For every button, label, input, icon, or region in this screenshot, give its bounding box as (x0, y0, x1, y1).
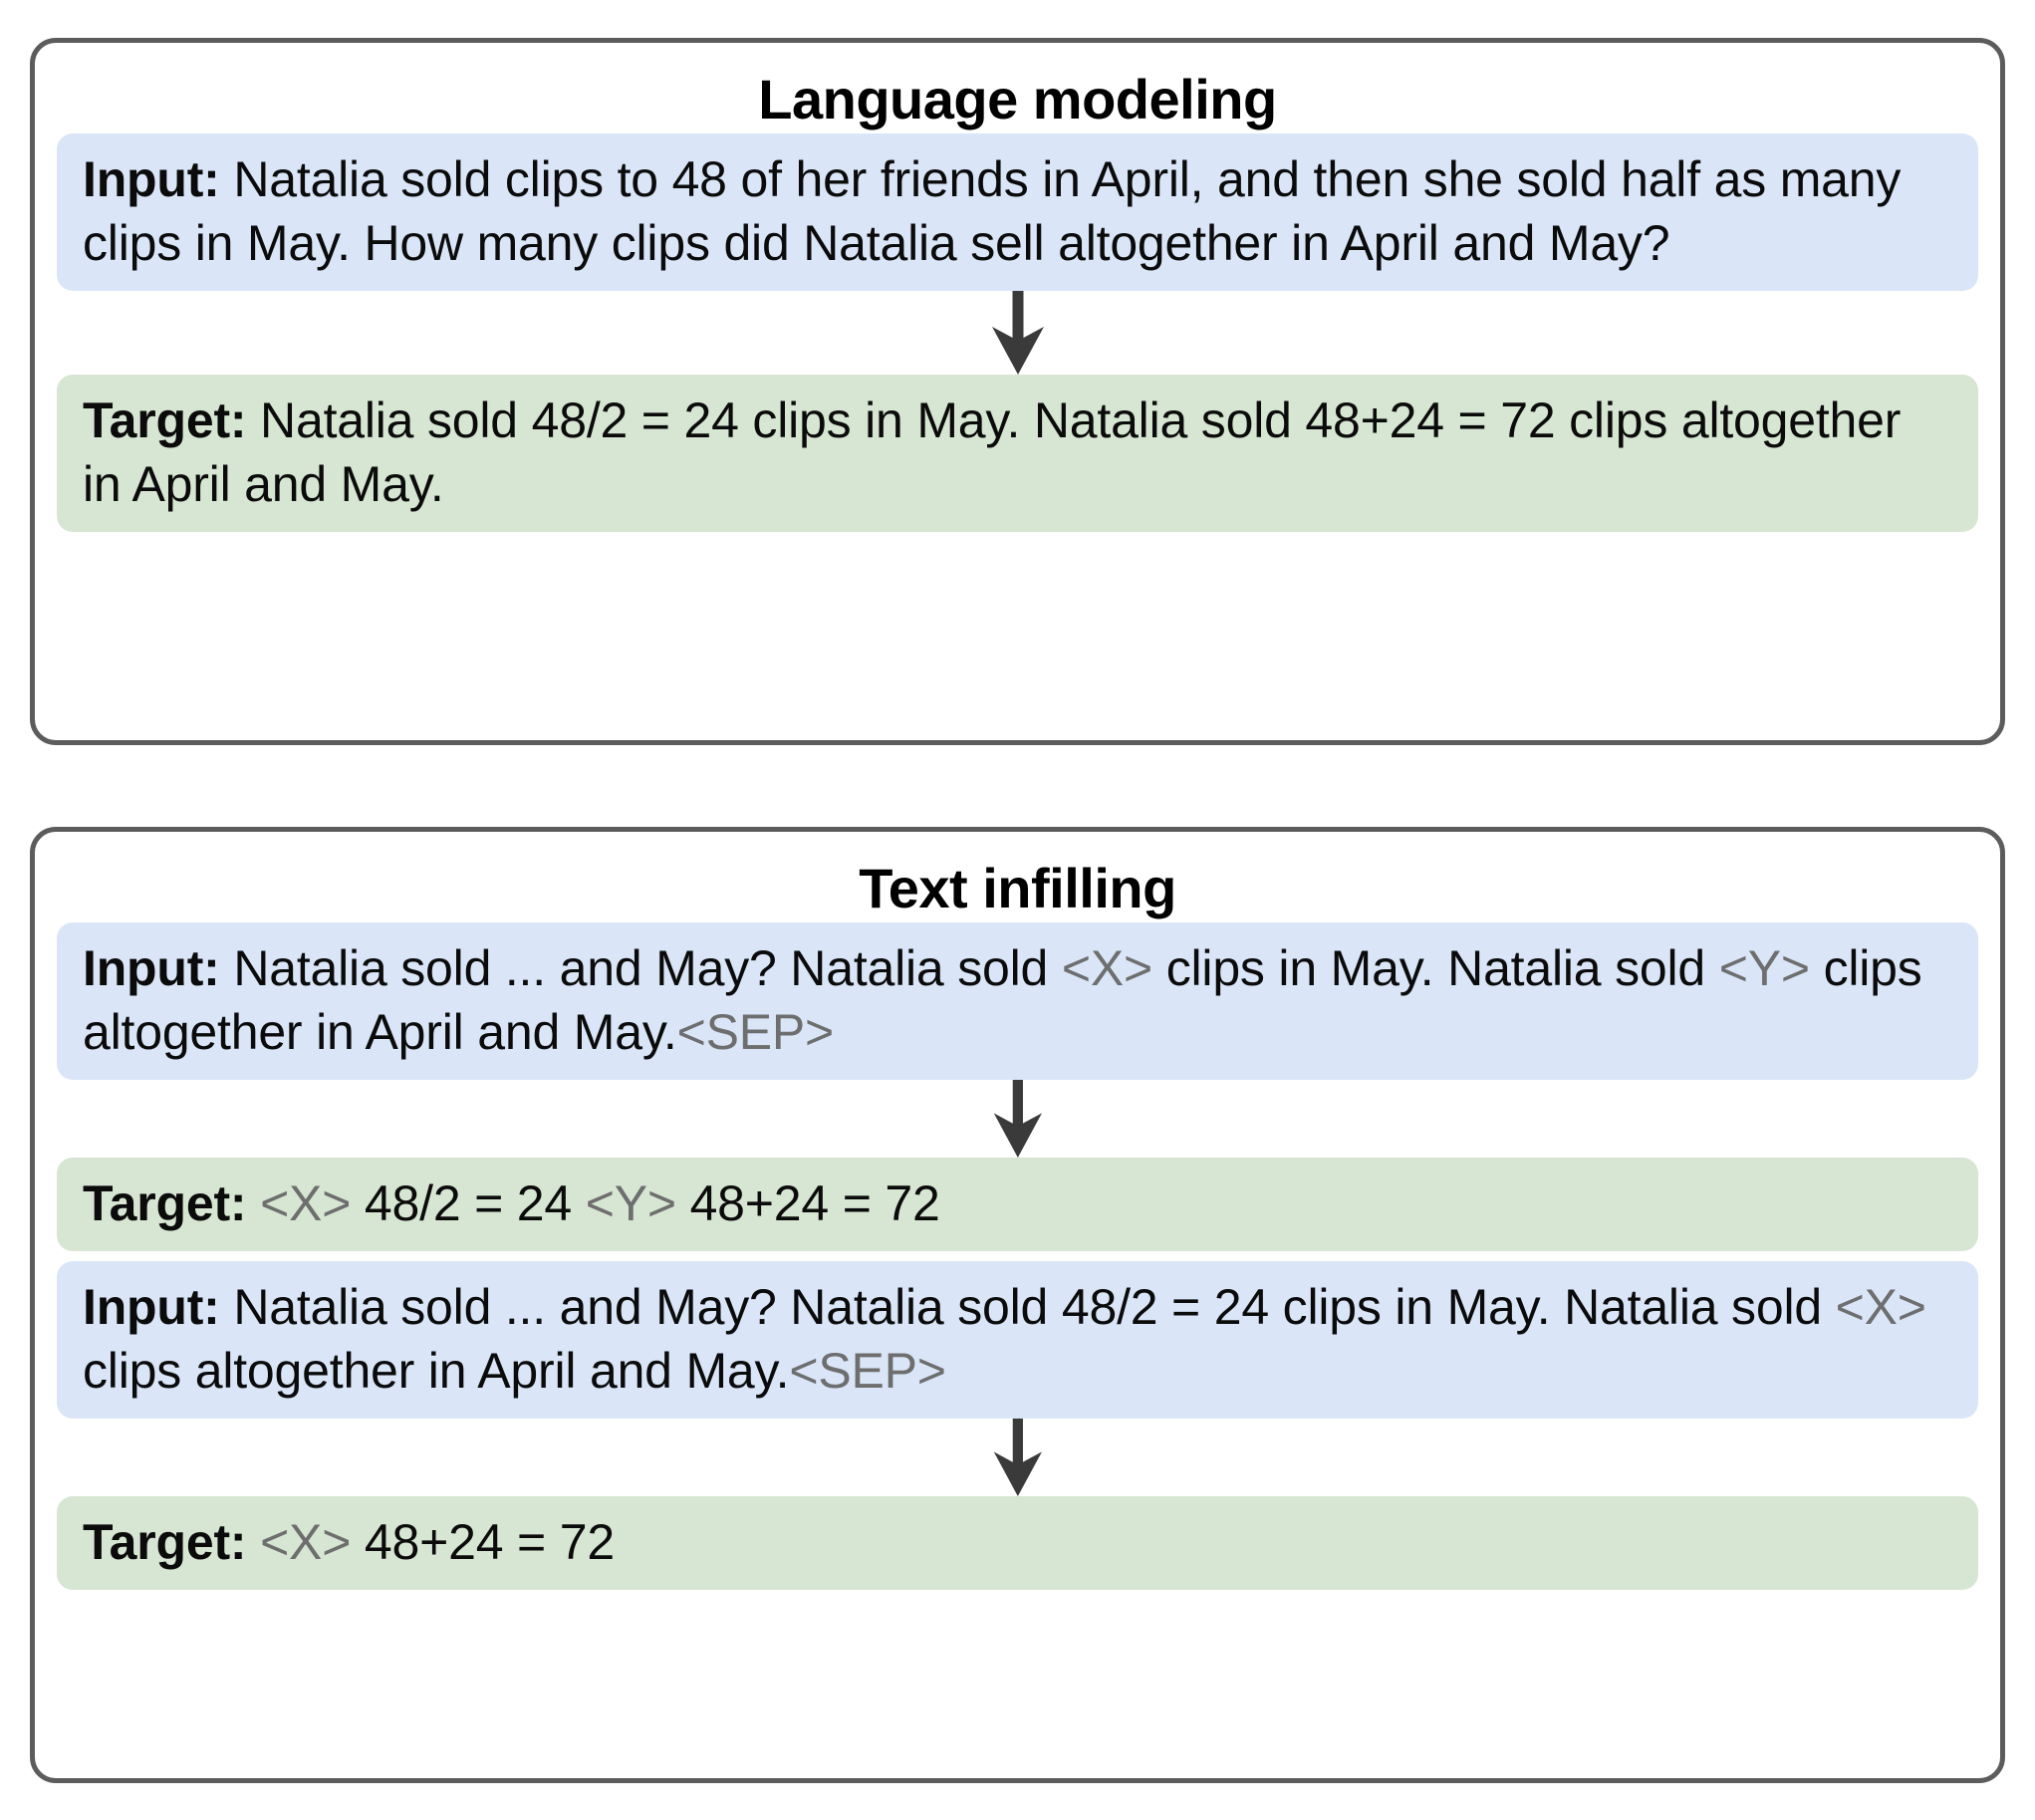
ti-input1-seg2: clips in May. Natalia sold (1152, 939, 1719, 996)
lm-target-box: Target: Natalia sold 48/2 = 24 clips in … (57, 374, 1978, 532)
ti-input1-box: Input: Natalia sold ... and May? Natalia… (57, 921, 1978, 1080)
token-x: <X> (1835, 1278, 1926, 1335)
ti-target2-seg1: 48+24 = 72 (351, 1513, 615, 1570)
token-y: <Y> (1718, 939, 1810, 996)
target-label: Target: (83, 391, 247, 448)
ti-target1-seg2: 48+24 = 72 (675, 1174, 940, 1231)
ti-input2-box: Input: Natalia sold ... and May? Natalia… (57, 1260, 1978, 1419)
card-title-text-infilling: Text infilling (859, 857, 1176, 919)
ti-target1-seg1: 48/2 = 24 (351, 1174, 586, 1231)
arrow-down-icon (991, 290, 1044, 375)
token-x: <X> (260, 1513, 352, 1570)
target-label: Target: (83, 1174, 247, 1231)
lm-input-text: Natalia sold clips to 48 of her friends … (83, 150, 1902, 271)
spacer (35, 1251, 2000, 1261)
ti-input1-seg3: clips altogether in April and May. (83, 939, 1922, 1060)
ti-input2-seg2: clips altogether in April and May. (83, 1342, 790, 1399)
lm-input-box: Input: Natalia sold clips to 48 of her f… (57, 132, 1978, 291)
lm-target-row-wrap: Target: Natalia sold 48/2 = 24 clips in … (35, 374, 2000, 532)
ti-target2-box: Target: <X> 48+24 = 72 (57, 1495, 1978, 1590)
ti-input1-row-wrap: Input: Natalia sold ... and May? Natalia… (35, 921, 2000, 1080)
lm-input-row-wrap: Input: Natalia sold clips to 48 of her f… (35, 132, 2000, 291)
ti-target1-box: Target: <X> 48/2 = 24 <Y> 48+24 = 72 (57, 1157, 1978, 1251)
token-x: <X> (260, 1174, 352, 1231)
lm-target-text: Natalia sold 48/2 = 24 clips in May. Nat… (83, 391, 1902, 512)
target-label: Target: (83, 1513, 247, 1570)
ti-target2-row-wrap: Target: <X> 48+24 = 72 (35, 1495, 2000, 1590)
ti-input2-seg1: Natalia sold ... and May? Natalia sold 4… (219, 1278, 1836, 1335)
token-sep: <SEP> (789, 1342, 946, 1399)
card-language-modeling: Language modeling Input: Natalia sold cl… (30, 38, 2005, 745)
arrow-down-icon (993, 1079, 1042, 1158)
token-sep: <SEP> (676, 1003, 835, 1060)
token-x: <X> (1061, 939, 1153, 996)
input-label: Input: (83, 1278, 220, 1335)
input-label: Input: (83, 150, 220, 207)
card-title-language-modeling: Language modeling (758, 68, 1277, 130)
ti-target1-row-wrap: Target: <X> 48/2 = 24 <Y> 48+24 = 72 (35, 1157, 2000, 1251)
token-y: <Y> (585, 1174, 676, 1231)
card-text-infilling: Text infilling Input: Natalia sold ... a… (30, 827, 2005, 1783)
ti-input2-row-wrap: Input: Natalia sold ... and May? Natalia… (35, 1260, 2000, 1419)
ti-input1-seg1: Natalia sold ... and May? Natalia sold (219, 939, 1062, 996)
input-label: Input: (83, 939, 220, 996)
arrow-down-icon (993, 1418, 1042, 1496)
